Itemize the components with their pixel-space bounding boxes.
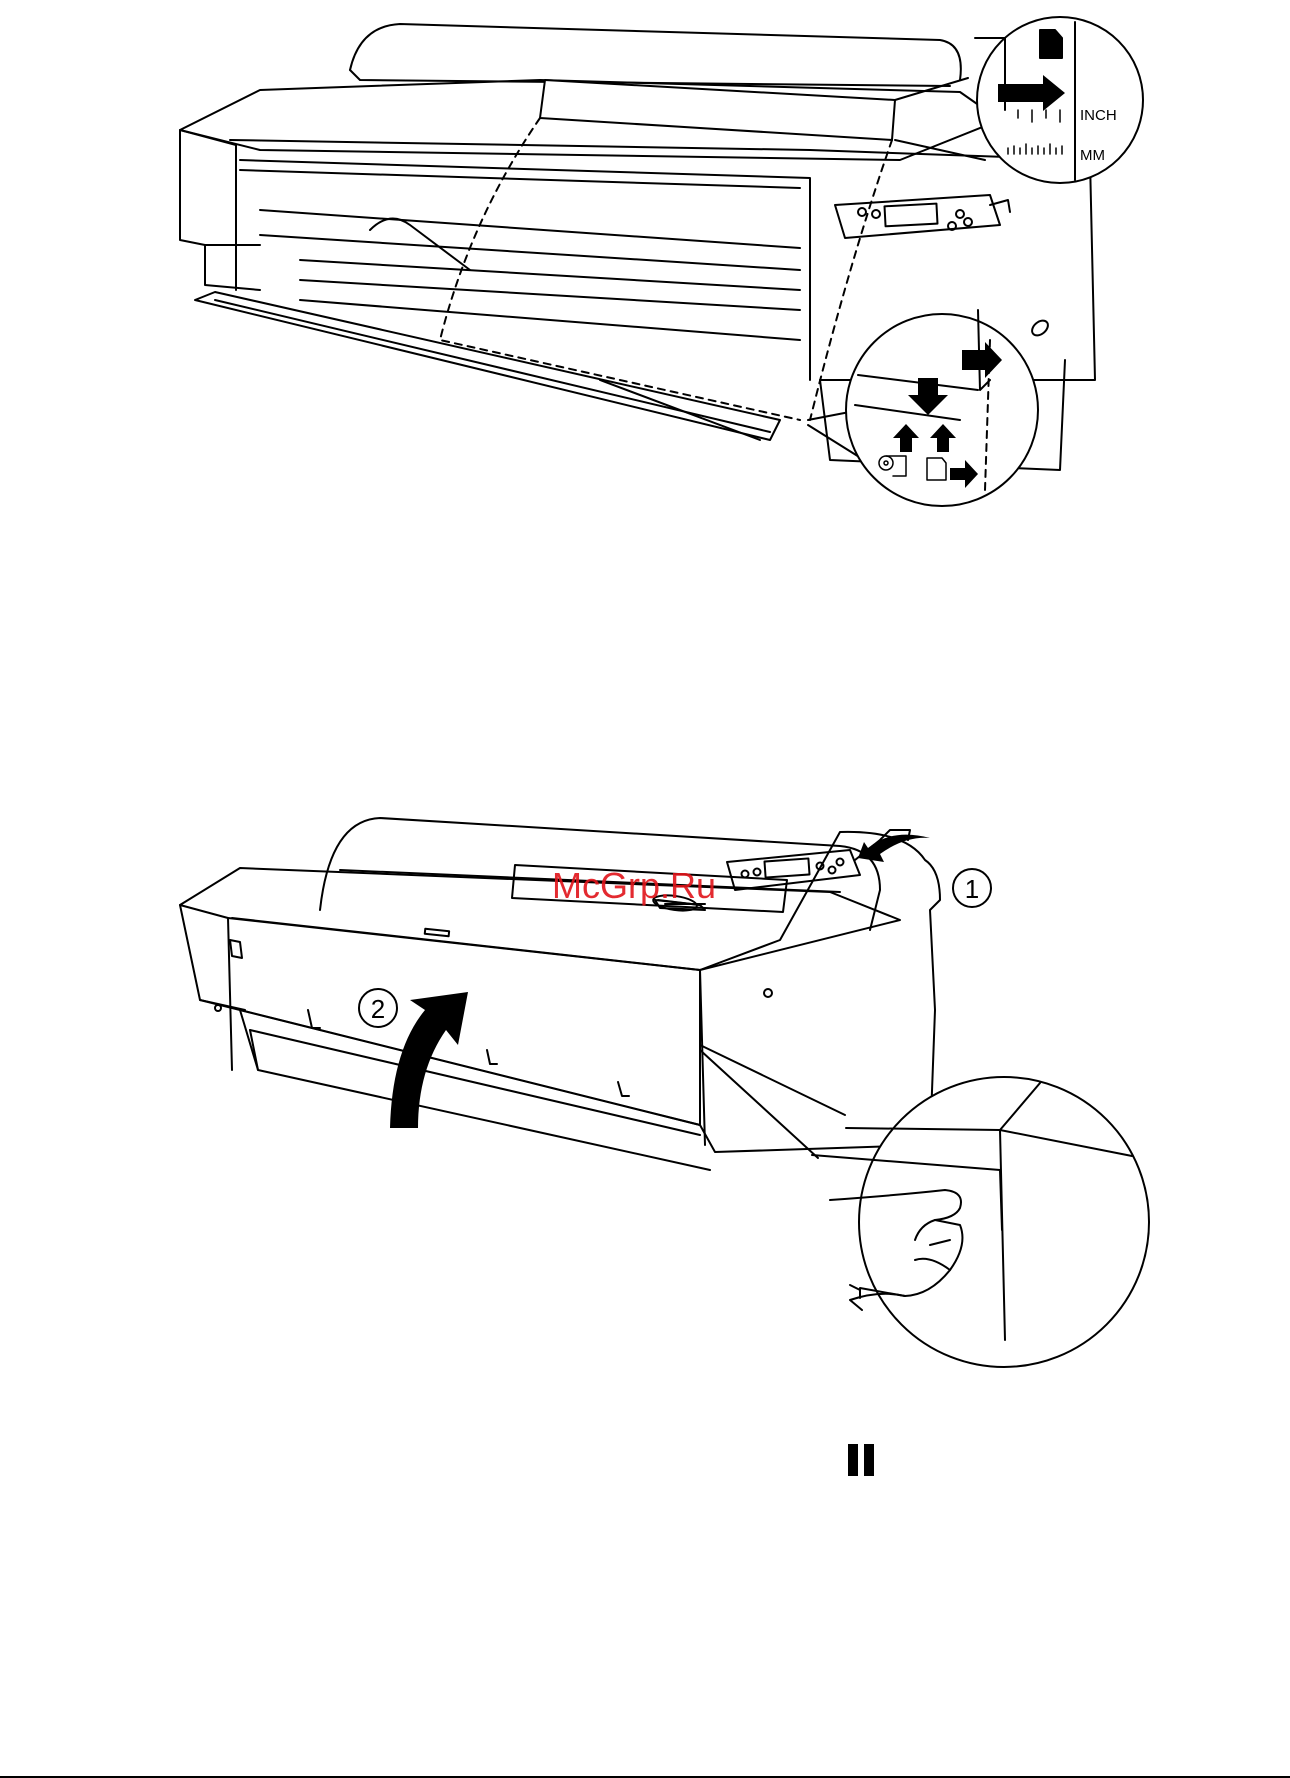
scale-label-mm: MM	[1080, 147, 1105, 164]
figure-printer-paper-loading: INCH MM	[0, 0, 1290, 520]
watermark-text: McGrp.Ru	[552, 865, 716, 906]
cut-sheet-icon	[1040, 30, 1062, 58]
arrow-icon	[858, 835, 930, 862]
callout-hand-open-cover	[700, 1045, 1149, 1367]
scale-label-inch: INCH	[1080, 107, 1117, 124]
svg-text:2: 2	[371, 994, 385, 1024]
svg-text:1: 1	[965, 874, 979, 904]
figure-close-front-cover: 1 2 McGrp.Ru	[0, 800, 1290, 1370]
callout-paper-type-lever	[808, 310, 1038, 506]
step-label-1: 1	[953, 869, 991, 907]
pause-icon	[848, 1444, 874, 1476]
callout-paper-edge-scale: INCH MM	[895, 17, 1143, 183]
step-label-2: 2	[359, 989, 397, 1027]
